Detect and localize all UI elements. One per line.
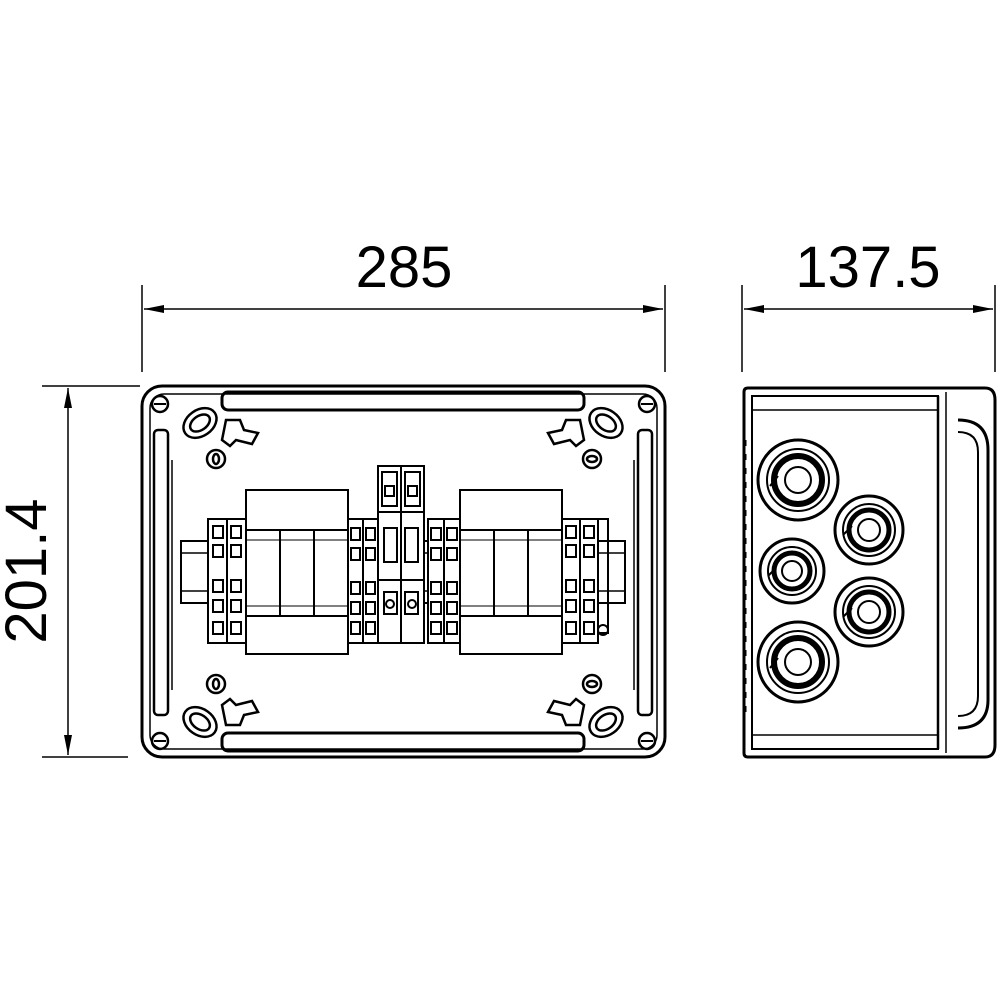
left-rail bbox=[152, 428, 170, 717]
latch-top-right bbox=[546, 406, 624, 470]
cable-gland-large-bottom bbox=[756, 620, 840, 704]
side-housing-outline bbox=[742, 386, 997, 759]
surge-module-left bbox=[245, 489, 349, 655]
side-view bbox=[742, 386, 997, 759]
latch-top-left bbox=[182, 406, 260, 470]
right-rail bbox=[636, 428, 654, 717]
terminal-block-left bbox=[207, 518, 247, 644]
center-disconnect-module bbox=[377, 465, 425, 644]
corner-screw-bottom-right bbox=[637, 731, 657, 751]
surge-module-right bbox=[459, 489, 563, 655]
housing-inner-edge bbox=[149, 393, 658, 750]
housing-outline bbox=[140, 384, 667, 759]
cable-gland-middle-left bbox=[758, 537, 826, 605]
terminal-block-center-left bbox=[347, 518, 379, 644]
cable-gland-lower-right bbox=[833, 576, 905, 648]
corner-screw-top-left bbox=[150, 394, 170, 414]
latch-bottom-right bbox=[546, 673, 624, 739]
depth-label: 137.5 bbox=[795, 235, 940, 300]
terminal-block-center-right bbox=[427, 518, 461, 644]
corner-screw-top-right bbox=[637, 394, 657, 414]
width-label: 285 bbox=[356, 235, 453, 300]
width-dimension: 285 bbox=[141, 235, 666, 372]
height-label: 201.4 bbox=[0, 498, 59, 643]
height-dimension: 201.4 bbox=[0, 385, 140, 758]
depth-dimension: 137.5 bbox=[741, 235, 996, 372]
latch-bottom-left bbox=[182, 673, 260, 739]
corner-screw-bottom-left bbox=[150, 731, 170, 751]
cable-gland-upper-right bbox=[833, 494, 905, 566]
front-view bbox=[140, 384, 667, 759]
side-lid-handle bbox=[957, 418, 990, 730]
terminal-block-right bbox=[561, 518, 609, 644]
cable-gland-large-top bbox=[756, 438, 840, 522]
